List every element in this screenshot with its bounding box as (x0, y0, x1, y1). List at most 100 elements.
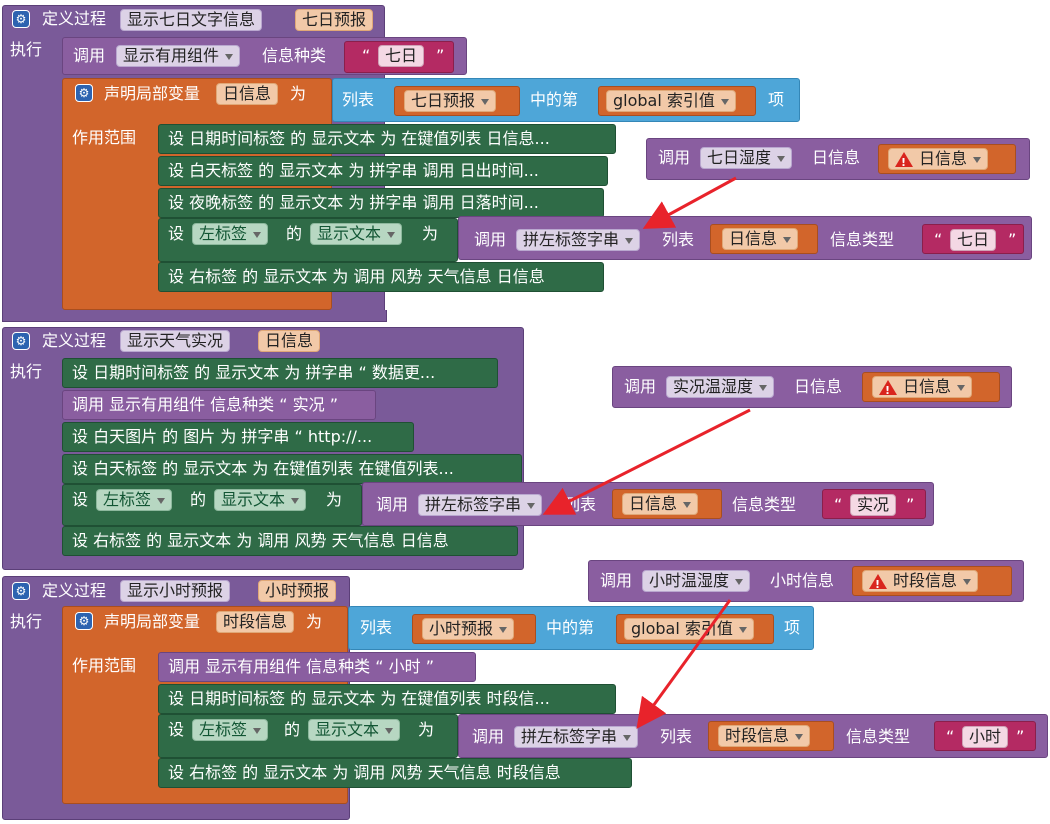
arg-var-field[interactable]: 日信息 (722, 228, 799, 250)
be-label: 为 (306, 612, 323, 631)
set-block[interactable] (158, 188, 604, 218)
define-label: 定义过程 (42, 581, 107, 600)
arg-label: 信息种类 (262, 46, 327, 65)
property-field[interactable]: 显示文本 (310, 223, 403, 245)
dropdown-icon[interactable] (157, 497, 166, 504)
procedure-param[interactable]: 小时预报 (258, 580, 337, 602)
set-text: 设 日期时间标签 的 显示文本 为 在键值列表 时段信... (168, 689, 550, 708)
text-value[interactable]: 实况 (850, 494, 897, 516)
gear-icon[interactable]: ⚙ (75, 84, 93, 102)
dropdown-icon[interactable] (759, 384, 768, 391)
index-var-field[interactable]: global 索引值 (606, 90, 736, 112)
warning-icon[interactable] (895, 152, 913, 173)
call-proc-field[interactable]: 小时温湿度 (642, 570, 751, 592)
call-proc-field[interactable]: 实况温湿度 (666, 376, 775, 398)
dropdown-icon[interactable] (795, 733, 804, 740)
call-proc-field[interactable]: 七日湿度 (700, 147, 793, 169)
gear-icon[interactable]: ⚙ (12, 582, 30, 600)
procedure-param[interactable]: 七日预报 (295, 9, 374, 31)
gear-icon[interactable]: ⚙ (12, 332, 30, 350)
component-field[interactable]: 左标签 (192, 223, 269, 245)
call-label: 调用 (474, 230, 507, 249)
text-value[interactable]: 小时 (962, 726, 1009, 748)
call-proc-field[interactable]: 拼左标签字串 (516, 229, 641, 251)
component-field[interactable]: 左标签 (192, 719, 269, 741)
arg-var-field[interactable]: 时段信息 (718, 725, 811, 747)
local-var-name[interactable]: 日信息 (216, 83, 279, 105)
quote-close: ” (1016, 727, 1025, 746)
call-block[interactable] (62, 390, 376, 420)
procedure-name-field[interactable]: 显示七日文字信息 (120, 9, 263, 31)
list-label: 列表 (360, 618, 393, 637)
set-text: 设 白天标签 的 显示文本 为 在键值列表 在键值列表... (72, 459, 454, 478)
warning-icon[interactable] (869, 574, 887, 595)
of-label: 的 (284, 720, 301, 739)
set-text: 设 右标签 的 显示文本 为 调用 风势 天气信息 日信息 (168, 267, 545, 286)
warning-icon[interactable] (879, 380, 897, 401)
list-var-field[interactable]: 七日预报 (404, 90, 497, 112)
set-block[interactable] (158, 124, 616, 154)
local-var-name[interactable]: 时段信息 (216, 611, 295, 633)
set-block[interactable] (62, 422, 414, 452)
gear-icon[interactable]: ⚙ (12, 10, 30, 28)
call-block[interactable] (158, 652, 476, 682)
quote-open: “ (834, 495, 843, 514)
arg-var-field[interactable]: 日信息 (888, 148, 989, 173)
set-block[interactable] (62, 454, 522, 484)
procedure-param[interactable]: 日信息 (258, 330, 321, 352)
define-label: 定义过程 (42, 9, 107, 28)
index-var-field[interactable]: global 索引值 (624, 618, 754, 640)
set-block[interactable] (62, 358, 498, 388)
dropdown-icon[interactable] (385, 727, 394, 734)
dropdown-icon[interactable] (738, 626, 747, 633)
dropdown-icon[interactable] (387, 231, 396, 238)
set-block[interactable] (158, 262, 604, 292)
dropdown-icon[interactable] (527, 502, 536, 509)
arg-var-field[interactable]: 时段信息 (862, 570, 979, 595)
dropdown-icon[interactable] (623, 734, 632, 741)
nth-label: 中的第 (546, 618, 595, 637)
dropdown-icon[interactable] (291, 497, 300, 504)
dropdown-icon[interactable] (499, 626, 508, 633)
text-value[interactable]: 七日 (950, 229, 997, 251)
call-label: 调用 (472, 727, 505, 746)
call-proc-field[interactable]: 显示有用组件 (116, 45, 241, 67)
dropdown-icon[interactable] (783, 236, 792, 243)
scope-label: 作用范围 (72, 128, 137, 147)
set-block[interactable] (158, 684, 616, 714)
property-field[interactable]: 显示文本 (214, 489, 307, 511)
arg-var-field[interactable]: 日信息 (622, 493, 699, 515)
call-text: 调用 显示有用组件 信息种类 “ 实况 ” (72, 395, 339, 414)
call-proc-field[interactable]: 拼左标签字串 (514, 726, 639, 748)
dropdown-icon[interactable] (481, 98, 490, 105)
list-label: 列表 (342, 90, 375, 109)
set-block[interactable] (158, 156, 608, 186)
dropdown-icon[interactable] (973, 156, 982, 163)
call-proc-field[interactable]: 拼左标签字串 (418, 494, 543, 516)
set-block[interactable] (158, 758, 632, 788)
dropdown-icon[interactable] (253, 727, 262, 734)
text-value[interactable]: 七日 (378, 45, 425, 67)
dropdown-icon[interactable] (777, 155, 786, 162)
set-text: 设 夜晚标签 的 显示文本 为 拼字串 调用 日落时间... (168, 193, 539, 212)
component-field[interactable]: 左标签 (96, 489, 173, 511)
dropdown-icon[interactable] (720, 98, 729, 105)
dropdown-icon[interactable] (735, 578, 744, 585)
be-label: 为 (422, 224, 439, 243)
procedure-name-field[interactable]: 显示小时预报 (120, 580, 231, 602)
set-block[interactable] (62, 526, 518, 556)
dropdown-icon[interactable] (683, 501, 692, 508)
gear-icon[interactable]: ⚙ (75, 612, 93, 630)
arg-var-field[interactable]: 日信息 (872, 376, 973, 401)
dropdown-icon[interactable] (625, 237, 634, 244)
dropdown-icon[interactable] (253, 231, 262, 238)
execute-label: 执行 (10, 362, 43, 381)
list-label: 列表 (660, 727, 693, 746)
dropdown-icon[interactable] (963, 578, 972, 585)
dropdown-icon[interactable] (225, 53, 234, 60)
property-field[interactable]: 显示文本 (308, 719, 401, 741)
procedure-name-field[interactable]: 显示天气实况 (120, 330, 231, 352)
dropdown-icon[interactable] (957, 384, 966, 391)
info-type-label: 信息类型 (732, 495, 797, 514)
list-var-field[interactable]: 小时预报 (422, 618, 515, 640)
